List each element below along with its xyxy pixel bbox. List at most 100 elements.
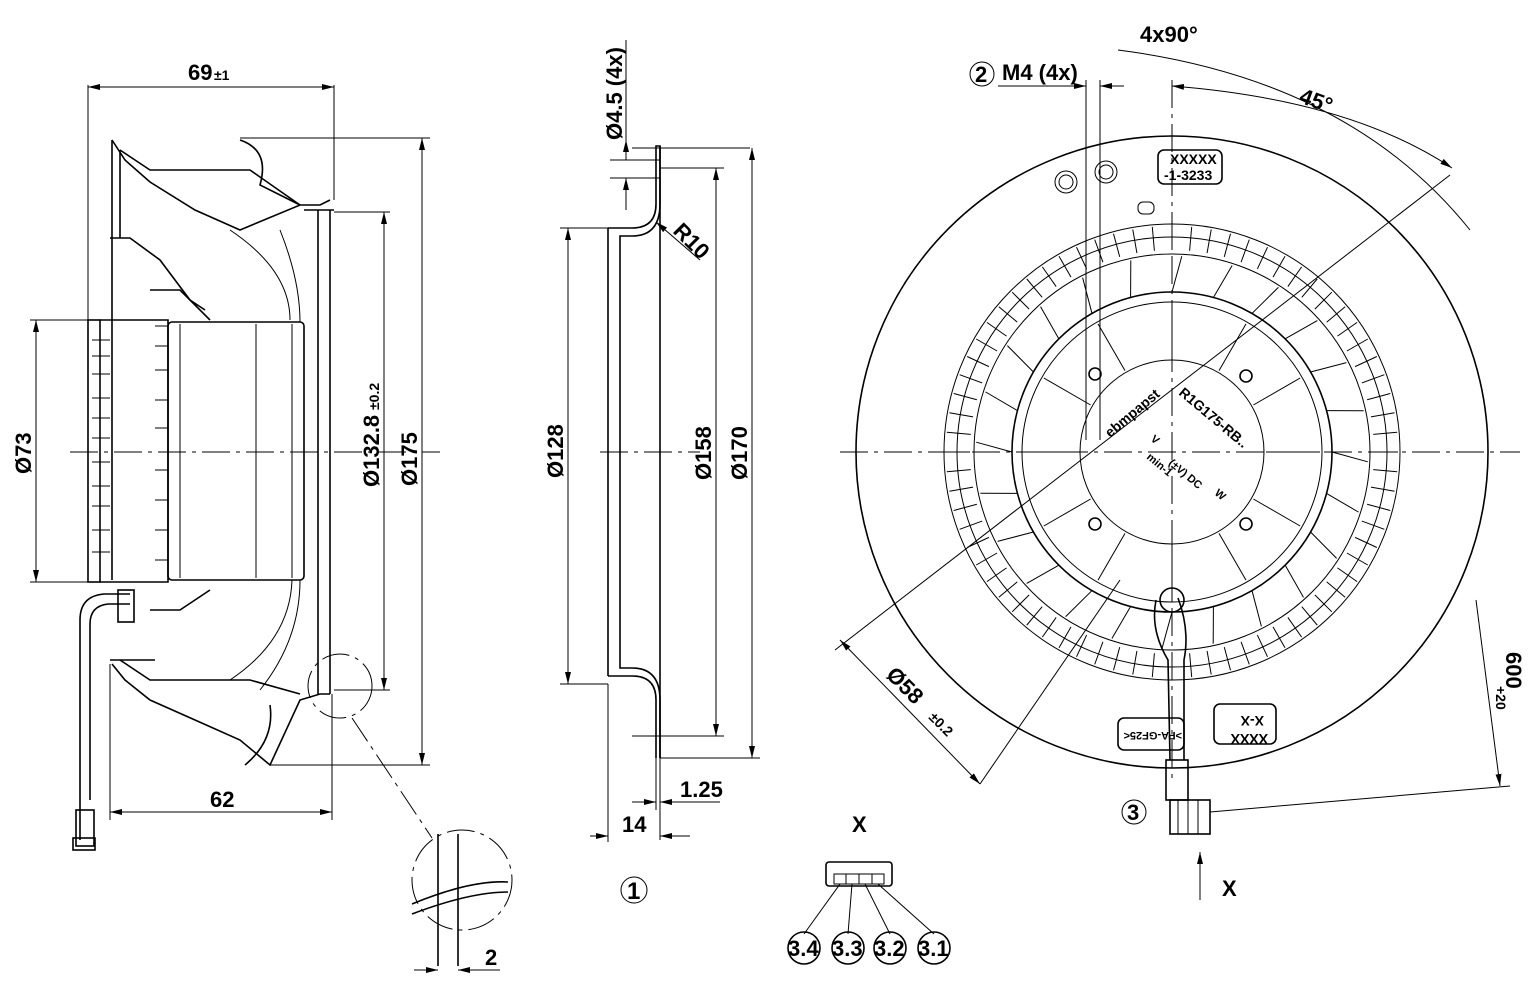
blade-tick	[1076, 246, 1088, 270]
dim-inner-dia: Ø132.8	[359, 415, 384, 487]
blade-tick	[1373, 469, 1398, 473]
blade-tick	[1314, 291, 1333, 310]
blade-tick	[1058, 626, 1072, 648]
cable-length-tol: +20	[1493, 686, 1509, 710]
impeller-vane	[1026, 564, 1060, 584]
label-pa-text: >PA-GF25<	[1124, 729, 1183, 741]
blade-tick	[1223, 646, 1231, 671]
blade-tick	[966, 536, 990, 548]
callout-2: 2	[975, 62, 987, 87]
impeller-vane	[985, 391, 1018, 412]
brand-logo: ebmpapst	[1102, 385, 1163, 440]
blade-tick	[1189, 653, 1193, 678]
blade-tick	[986, 567, 1007, 583]
blade-tick	[1206, 650, 1212, 675]
blade-tick	[1041, 266, 1057, 287]
dim-dia-170: Ø170	[727, 426, 752, 480]
blade-tick	[986, 321, 1007, 337]
impeller-vane	[1082, 277, 1093, 314]
impeller-vane	[976, 441, 1013, 453]
pin-3-3: 3.3	[832, 936, 863, 961]
blade-tick	[946, 469, 971, 473]
label-top-line1: XXXXX	[1170, 151, 1217, 167]
rating-v: V	[1148, 433, 1162, 447]
blade-tick	[946, 431, 971, 435]
impeller-vane	[1161, 611, 1173, 648]
dim-width: 69	[188, 60, 212, 85]
hub-rib	[1218, 323, 1247, 371]
dim-inner-tolerance: ±0.2	[366, 383, 382, 410]
blade-tick	[1301, 278, 1318, 298]
blade-tick	[1370, 486, 1395, 492]
blade-tick	[1354, 356, 1378, 368]
blade-tick	[1151, 226, 1155, 251]
hub-rib	[1218, 533, 1247, 581]
blade-tick	[1301, 606, 1318, 626]
impeller-blades	[946, 226, 1398, 678]
blade-tick	[1094, 641, 1104, 665]
blade-tick	[1272, 256, 1286, 278]
blade-tick	[1361, 374, 1385, 384]
impeller-vane	[1331, 451, 1368, 463]
blade-tick	[998, 306, 1018, 323]
blade-tick	[949, 486, 974, 492]
blade-tick	[1094, 239, 1104, 263]
pin-3-1: 3.1	[918, 936, 949, 961]
blade-tick	[1026, 606, 1043, 626]
dim-dia-158: Ø158	[691, 426, 716, 480]
impeller-vane	[1212, 265, 1233, 298]
dim-radius: R10	[668, 218, 714, 264]
blade-tick	[1287, 266, 1303, 287]
hub-rib	[1253, 498, 1301, 527]
blade-tick	[1132, 650, 1138, 675]
hub-rib	[1097, 323, 1126, 371]
dim-hub-58-tol: ±0.2	[926, 709, 957, 740]
blade-tick	[1346, 552, 1368, 566]
blade-tick	[1337, 567, 1358, 583]
dim-hub-dia: Ø73	[11, 432, 36, 474]
blade-tick	[1272, 626, 1286, 648]
cable-length: 600	[1501, 652, 1526, 689]
impeller-vane	[1065, 590, 1093, 617]
impeller-vane	[1040, 306, 1060, 340]
label-top-line2: -1-3233	[1164, 167, 1212, 183]
blade-tick	[1287, 617, 1303, 638]
blade-tick	[1223, 233, 1231, 258]
blade-tick	[1370, 412, 1395, 418]
blade-tick	[1026, 278, 1043, 298]
hub-rib	[1253, 377, 1301, 406]
detail-dim: 2	[485, 945, 497, 970]
blade-tick	[959, 520, 983, 530]
hub-rib	[1043, 498, 1091, 527]
blade-tick	[1256, 634, 1268, 658]
blade-tick	[1366, 393, 1391, 401]
dim-outer-dia: Ø175	[397, 432, 422, 486]
blade-tick	[976, 552, 998, 566]
dim-width-tolerance: ±1	[214, 67, 230, 83]
blade-tick	[1011, 594, 1030, 613]
dim-depth: 62	[210, 787, 234, 812]
impeller-vane	[1326, 492, 1359, 513]
blade-tick	[1240, 239, 1250, 263]
label-box-line1: X-X	[1240, 713, 1264, 729]
blade-tick	[966, 356, 990, 368]
front-view: XXXXX -1-3233 X-X XXXX >PA-GF25< ebmpaps…	[834, 22, 1526, 901]
blade-tick	[1361, 520, 1385, 530]
label-box	[1213, 703, 1277, 745]
blade-tick	[976, 338, 998, 352]
connector-view-label: X	[852, 812, 867, 837]
hub-rib	[1043, 377, 1091, 406]
rating-w: W	[1212, 487, 1228, 503]
dim-dia-128: Ø128	[543, 424, 568, 478]
dim-hole: Ø4.5 (4x)	[602, 47, 627, 140]
blade-tick	[959, 374, 983, 384]
blade-tick	[998, 581, 1018, 598]
blade-tick	[1076, 634, 1088, 658]
callout-3: 3	[1127, 800, 1139, 825]
blade-tick	[1132, 229, 1138, 254]
callout-1: 1	[627, 878, 640, 905]
impeller-vane	[1251, 287, 1279, 314]
blade-tick	[1326, 306, 1346, 323]
impeller-vane	[1251, 590, 1262, 627]
